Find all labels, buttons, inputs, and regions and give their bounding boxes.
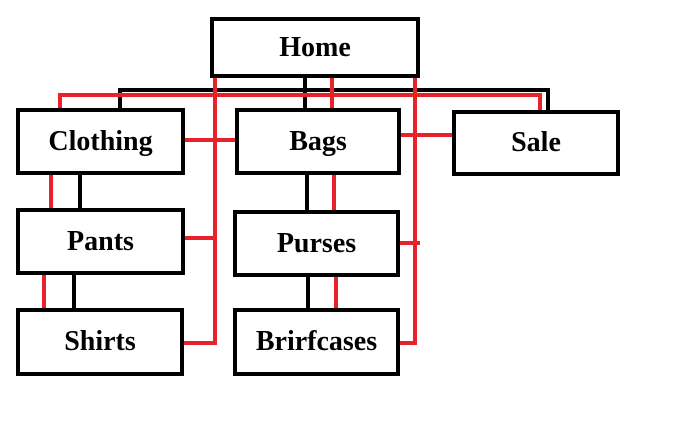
node-purses: Purses xyxy=(233,210,400,277)
node-briefcases: Brirfcases xyxy=(233,308,400,376)
red-home-left-drop-line xyxy=(183,78,217,345)
node-home: Home xyxy=(210,17,420,78)
node-clothing: Clothing xyxy=(16,108,185,175)
node-pants: Pants xyxy=(16,208,185,275)
red-home-right-drop-line xyxy=(398,78,417,345)
node-sale: Sale xyxy=(452,110,620,176)
node-shirts: Shirts xyxy=(16,308,184,376)
red-top-bus-line xyxy=(58,93,542,110)
node-bags: Bags xyxy=(235,108,401,175)
cross-link-connectors xyxy=(42,78,542,345)
